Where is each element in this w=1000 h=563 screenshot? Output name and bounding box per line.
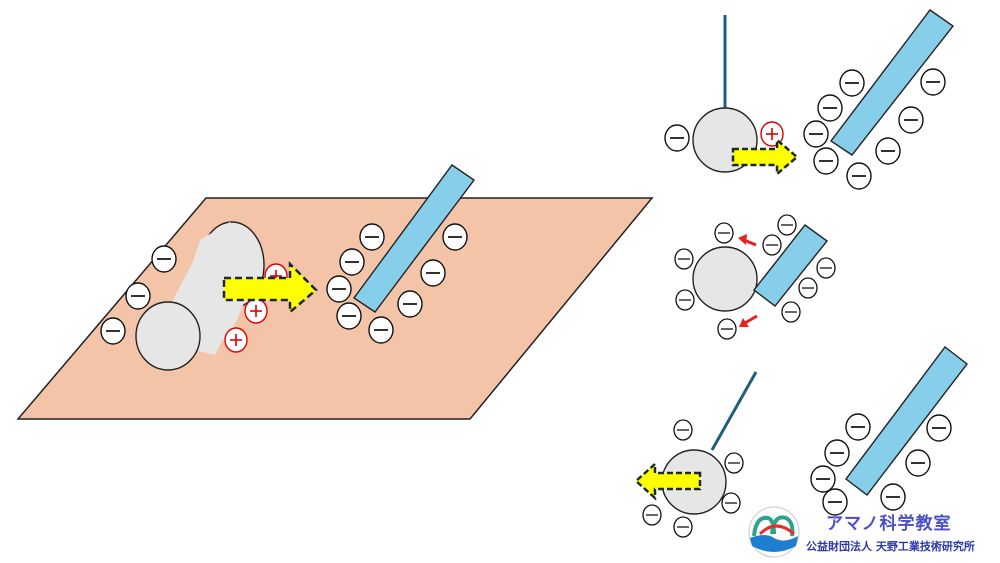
charged-rod xyxy=(829,9,955,156)
negative-charge xyxy=(839,69,865,97)
negative-charge xyxy=(674,248,694,270)
negative-charge xyxy=(781,301,801,323)
force-arrow xyxy=(739,314,758,327)
table-surface xyxy=(16,197,654,420)
brand-subtitle: 公益財団法人 天野工業技術研究所 xyxy=(806,540,975,553)
negative-charge xyxy=(642,504,662,526)
negative-charge xyxy=(762,234,782,256)
negative-charge xyxy=(875,137,901,165)
negative-charge xyxy=(798,277,818,299)
amano-logo-icon xyxy=(748,506,800,558)
negative-charge xyxy=(816,257,836,279)
motion-arrow-right xyxy=(731,137,799,177)
negative-charge xyxy=(675,289,695,311)
brand-title: アマノ科学教室 xyxy=(826,514,952,534)
panel-rolling-can xyxy=(16,164,654,420)
negative-charge xyxy=(397,290,423,318)
negative-charge xyxy=(810,465,836,493)
negative-charge xyxy=(442,223,468,251)
negative-charge xyxy=(817,94,843,122)
charged-rod xyxy=(353,164,475,313)
negative-charge xyxy=(724,452,744,474)
motion-arrow-left xyxy=(634,461,702,501)
panel-pendulum-repelled xyxy=(634,346,968,538)
negative-charge xyxy=(813,147,839,175)
can-front-end xyxy=(135,301,201,371)
panel-charge-transfer xyxy=(674,214,836,340)
positive-charge xyxy=(244,298,268,324)
negative-charge xyxy=(845,413,871,441)
negative-charge xyxy=(151,245,177,273)
negative-charge xyxy=(368,316,394,344)
charged-rod xyxy=(753,224,829,307)
negative-charge xyxy=(673,419,693,441)
negative-charge xyxy=(905,449,931,477)
panel-pendulum-attracted xyxy=(664,9,955,190)
motion-arrow-right xyxy=(222,260,318,315)
brand-block: アマノ科学教室 公益財団法人 天野工業技術研究所 xyxy=(748,505,1000,563)
pendulum-string xyxy=(710,371,758,451)
pendulum-sphere xyxy=(692,246,758,312)
negative-charge xyxy=(717,318,737,340)
negative-charge xyxy=(420,259,446,287)
negative-charge xyxy=(803,120,829,148)
negative-charge xyxy=(824,439,850,467)
negative-charge xyxy=(926,414,952,442)
negative-charge xyxy=(920,68,946,96)
negative-charge xyxy=(125,282,151,310)
negative-charge xyxy=(359,223,385,251)
negative-charge xyxy=(326,275,352,303)
negative-charge xyxy=(714,222,734,244)
negative-charge xyxy=(664,124,690,152)
negative-charge xyxy=(898,106,924,134)
negative-charge xyxy=(721,492,741,514)
negative-charge xyxy=(673,516,693,538)
positive-charge xyxy=(224,327,248,353)
negative-charge xyxy=(777,214,797,236)
force-arrow xyxy=(738,234,757,247)
negative-charge xyxy=(100,317,126,345)
negative-charge xyxy=(846,162,872,190)
negative-charge xyxy=(336,302,362,330)
negative-charge xyxy=(339,248,365,276)
charged-rod xyxy=(845,346,968,496)
